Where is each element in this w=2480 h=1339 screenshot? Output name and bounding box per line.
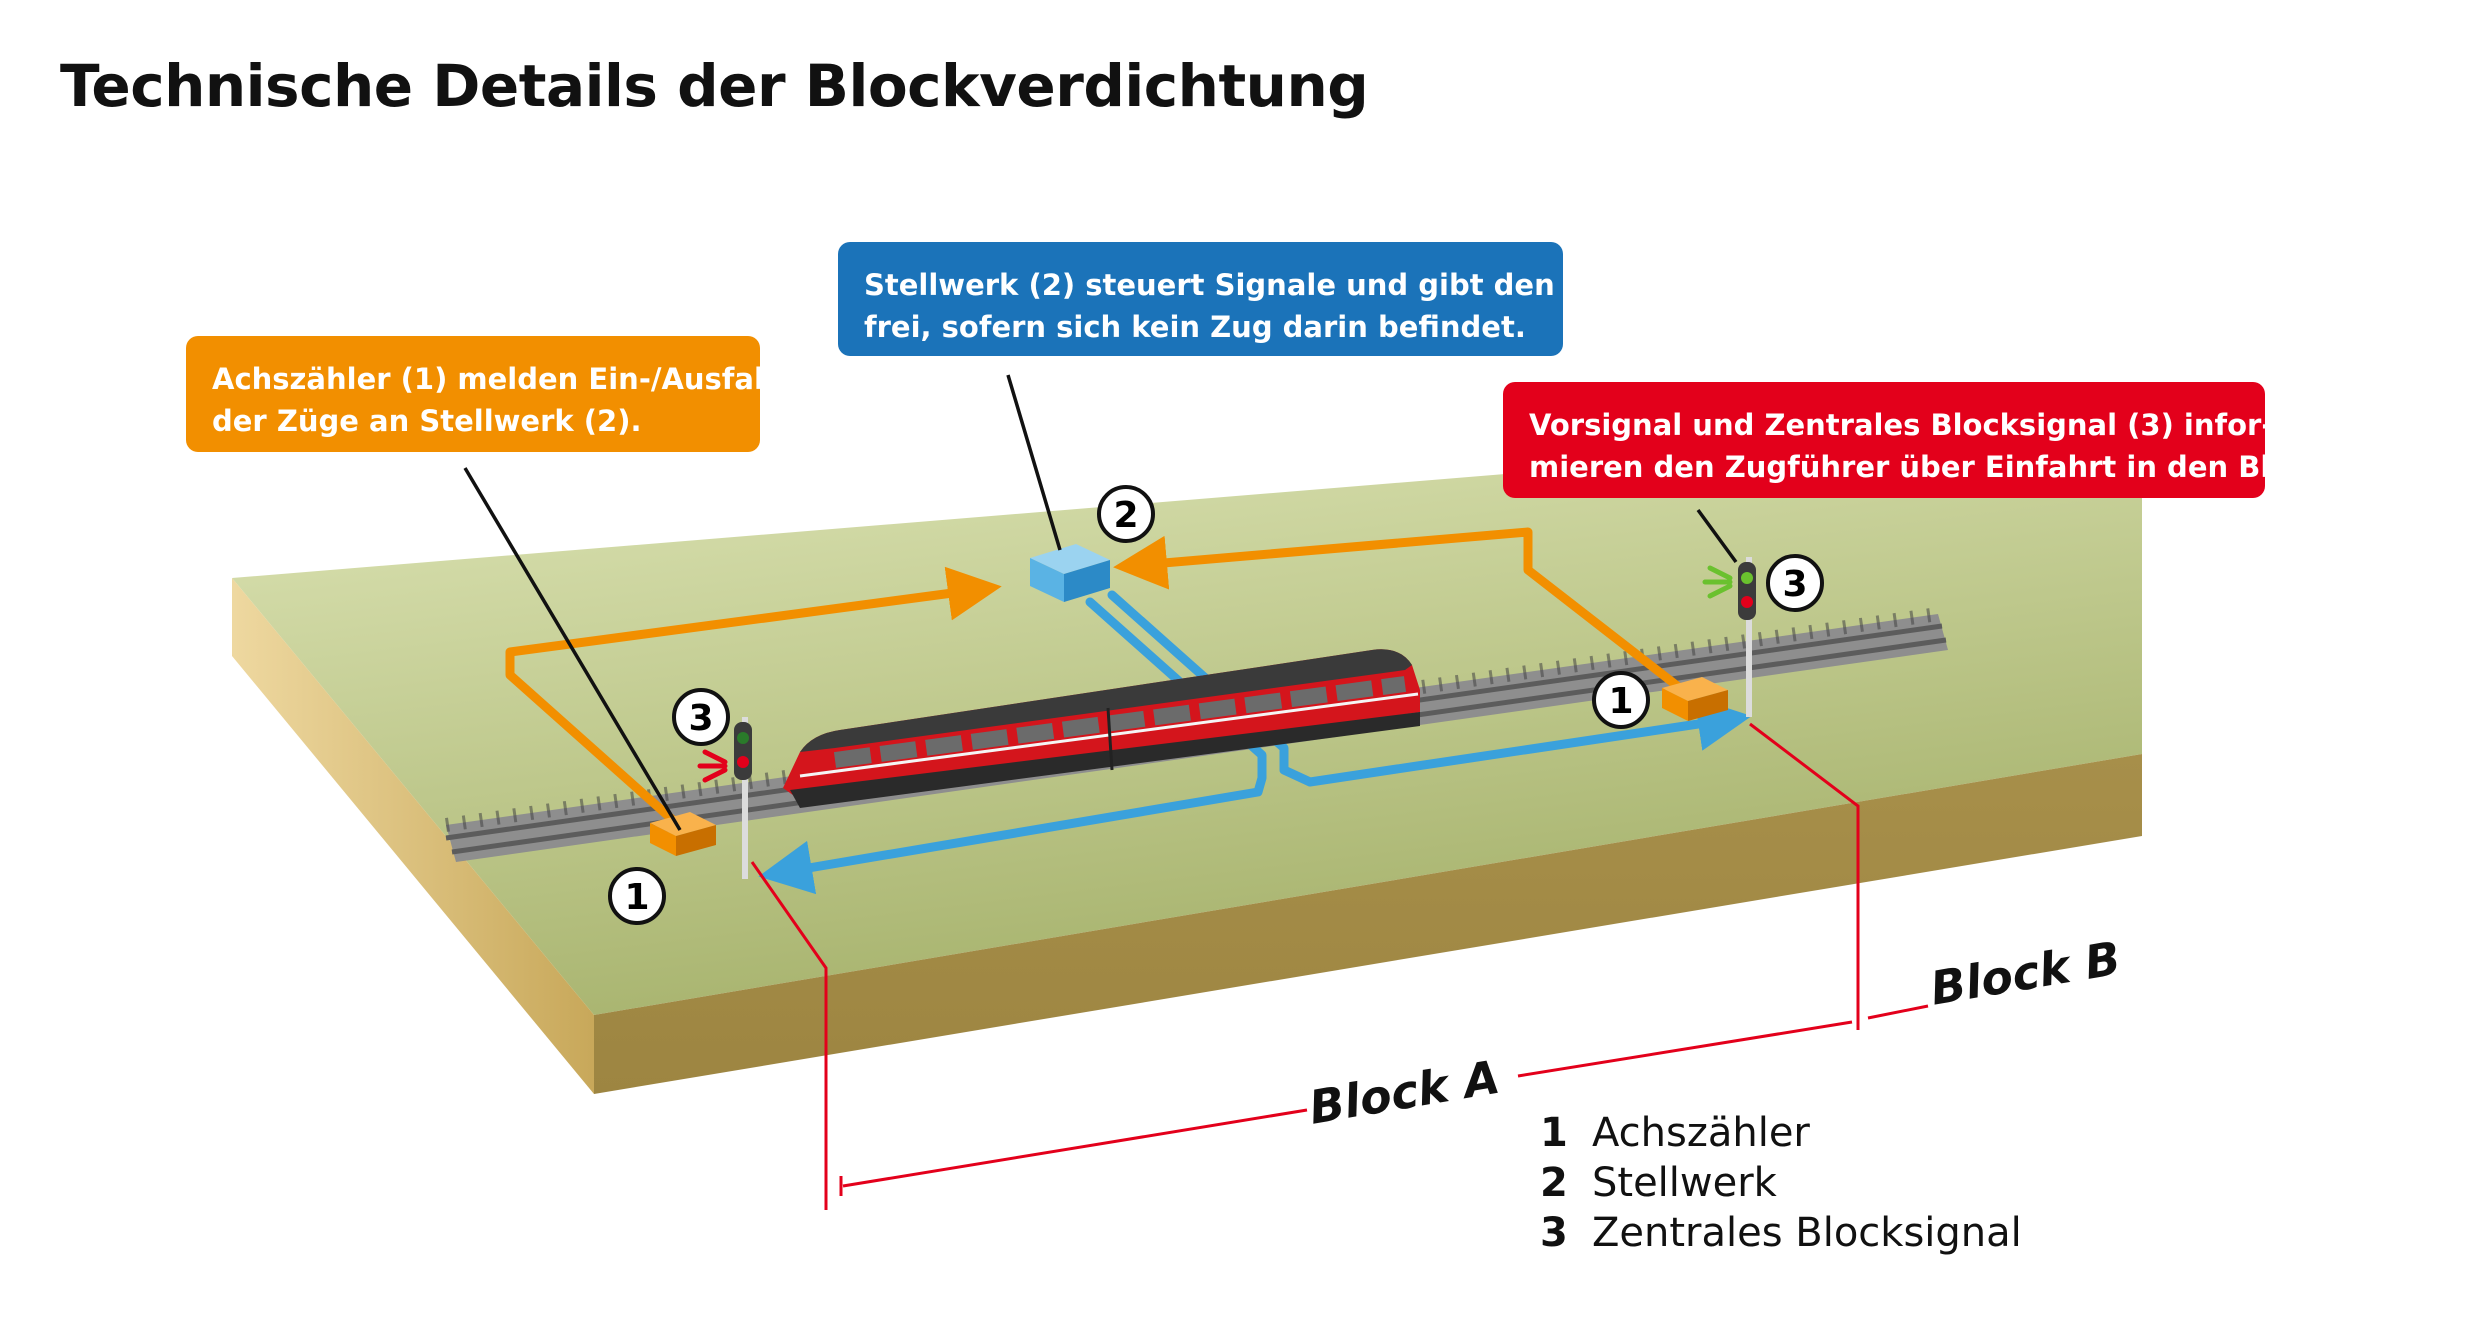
signal-right [1702,557,1756,717]
legend-item: 2 Stellwerk [1540,1158,2022,1208]
callout-axle-counter: Achszähler (1) melden Ein-/Ausfahrt der … [186,336,803,452]
axle-counter-left [650,812,716,856]
orange-data-flow [505,527,1690,827]
callout-signal: Vorsignal und Zentrales Blocksignal (3) … [1503,382,2338,498]
interlocking-box [1030,544,1110,602]
train [783,649,1420,808]
legend: 1 Achszähler 2 Stellwerk 3 Zentrales Blocks… [1540,1108,2022,1258]
page-title: Technische Details der Blockverdichtung [60,52,1369,120]
callout-interlocking: Stellwerk (2) steuert Signale und gibt d… [838,242,1654,356]
callout-signal-line-2: mieren den Zugführer über Einfahrt in de… [1529,450,2338,484]
block-boundaries [750,722,1929,1210]
legend-number: 2 [1540,1160,1568,1206]
legend-label: Achszähler [1592,1110,1810,1156]
callout-axle-counter-line-1: Achszähler (1) melden Ein-/Ausfahrt [212,362,803,396]
callout-interlocking-line-2: frei, sofern sich kein Zug darin befinde… [864,310,1526,344]
leader-lines [463,374,1738,831]
legend-label: Stellwerk [1592,1160,1777,1206]
signal-left [697,717,752,879]
legend-number: 3 [1540,1210,1568,1256]
callout-axle-counter-line-2: der Züge an Stellwerk (2). [212,404,642,438]
axle-counter-right [1662,677,1728,721]
legend-label: Zentrales Blocksignal [1592,1210,2022,1256]
legend-item: 1 Achszähler [1540,1108,2022,1158]
legend-number: 1 [1540,1110,1568,1156]
callout-signal-line-1: Vorsignal und Zentrales Blocksignal (3) … [1529,408,2274,442]
legend-item: 3 Zentrales Blocksignal [1540,1208,2022,1258]
callout-interlocking-line-1: Stellwerk (2) steuert Signale und gibt d… [864,268,1654,302]
